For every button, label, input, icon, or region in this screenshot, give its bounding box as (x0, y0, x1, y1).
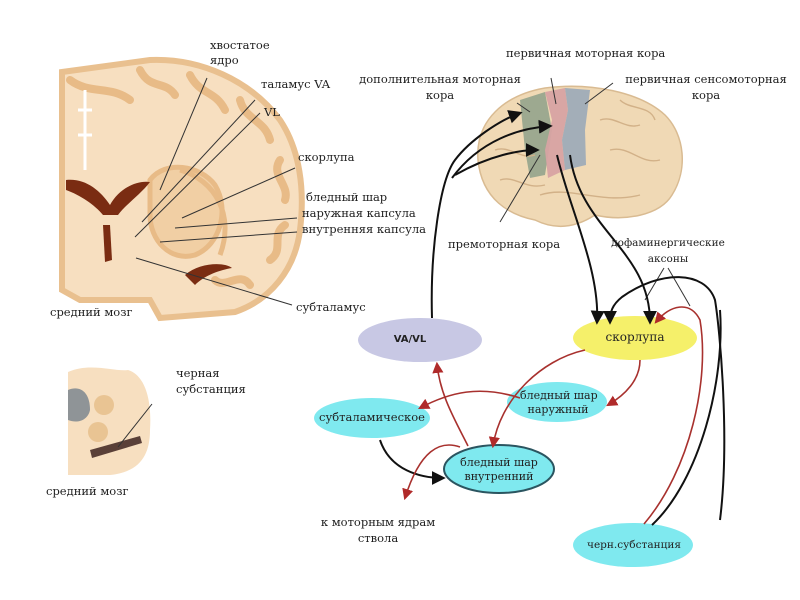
coronal-brain-section (59, 56, 305, 322)
arrow-putamen-to-gpi (488, 349, 586, 449)
node-gp-internal-line2: внутренний (464, 470, 534, 483)
pointer-sensorimotor (584, 82, 614, 105)
midbrain-section (68, 367, 153, 475)
arrow-putamen-to-gpe (606, 359, 641, 407)
pointer-supplementary (516, 102, 531, 113)
third-ventricle (103, 225, 112, 262)
arrow-cortex-to-putamen-1 (556, 154, 605, 325)
arrow-vavl-to-cortex-2 (451, 119, 553, 179)
label-caudate-line1: хвостатое (210, 38, 270, 52)
nigra-black-line (651, 309, 722, 526)
coronal-gyri (66, 66, 290, 289)
pointer-caudate (159, 77, 208, 191)
pointer-thalamus-va (141, 99, 256, 223)
red-pathways (402, 306, 704, 525)
temporal-horn (185, 264, 232, 285)
node-subthalamic[interactable] (314, 398, 430, 438)
black-pathways (379, 110, 726, 526)
arrow-nigra-to-putamen (643, 306, 704, 525)
lateral-brain (477, 85, 683, 228)
label-premotor-cortex: премоторная кора (448, 237, 561, 251)
brain-pointer-lines (499, 77, 691, 307)
arrow-subthalamic-to-gpi (379, 439, 446, 485)
substantia-nigra-band (90, 436, 142, 458)
pointer-dopaminergic-2 (667, 267, 691, 307)
arrow-gpi-to-brainstem (402, 444, 461, 501)
pointer-dopaminergic-1 (644, 267, 665, 301)
pointer-subthalamus (135, 257, 293, 306)
pointer-substantia-nigra (117, 403, 153, 448)
label-subthalamus: субталамус (296, 300, 366, 314)
coronal-pointer-lines (134, 77, 298, 306)
primary-sensory-region (562, 88, 590, 170)
label-brainstem-output-line1: к моторным ядрам (320, 515, 436, 529)
label-sensorimotor-line1: первичная сенсомоторная (625, 72, 787, 86)
label-internal-capsule: внутренняя капсула (302, 222, 427, 236)
pointer-premotor (499, 154, 541, 223)
midbrain-nucleus-2 (88, 422, 108, 442)
node-substantia-nigra[interactable] (573, 523, 693, 567)
node-gp-external[interactable] (507, 382, 607, 422)
pointer-putamen (181, 167, 296, 219)
label-supplementary-motor-line1: дополнительная моторная (359, 72, 521, 86)
arrow-cortex-to-putamen-2 (569, 154, 657, 325)
node-putamen-label: скорлупа (605, 330, 665, 344)
pointer-internal-capsule (159, 231, 298, 243)
node-gp-internal[interactable] (443, 444, 555, 494)
arrow-dopamine-to-putamen (603, 276, 726, 521)
label-primary-motor-cortex: первичная моторная кора (506, 46, 666, 60)
label-sensorimotor-line2: кора (691, 88, 721, 102)
label-substantia-nigra-line2: субстанция (176, 382, 246, 396)
red-nucleus-region (68, 388, 90, 422)
label-supplementary-motor-line2: кора (425, 88, 455, 102)
label-globus-pallidus: бледный шар (306, 190, 388, 204)
label-vl: VL (264, 105, 280, 119)
label-external-capsule: наружная капсула (302, 206, 416, 220)
label-brainstem-output-line2: ствола (357, 531, 399, 545)
primary-motor-region (545, 88, 568, 178)
node-putamen[interactable] (573, 316, 697, 360)
label-putamen: скорлупа (298, 150, 355, 164)
label-substantia-nigra-line1: черная (176, 366, 220, 380)
node-substantia-nigra-label: черн.субстанция (587, 539, 681, 551)
node-subthalamic-label: субталамическое (319, 410, 425, 424)
label-midbrain-bottom: средний мозг (46, 484, 129, 498)
arrow-vavl-to-cortex-1 (430, 110, 523, 319)
midbrain-outline (68, 367, 151, 475)
node-gp-external-line1: бледный шар (520, 389, 598, 402)
lateral-ventricle (66, 179, 150, 215)
node-va-vl[interactable] (358, 318, 482, 362)
pointer-globus-pallidus (174, 217, 298, 229)
internal-structures (147, 164, 225, 259)
pointer-vl (134, 112, 261, 238)
label-dopaminergic-line1: дофаминергические (611, 237, 725, 249)
midline-fissure (78, 90, 92, 170)
label-dopaminergic-line2: аксоны (647, 253, 689, 265)
label-midbrain-top: средний мозг (50, 305, 133, 319)
arrow-gpe-to-subthalamic (418, 390, 521, 410)
label-thalamus-va: таламус VA (261, 77, 331, 91)
node-gp-internal-line1: бледный шар (460, 456, 538, 469)
node-gp-external-line2: наружный (527, 403, 589, 416)
label-caudate-line2: ядро (210, 53, 239, 67)
pointer-primary-motor (550, 77, 557, 105)
midbrain-nucleus-1 (94, 395, 114, 415)
arrow-gpi-to-vavl (432, 361, 469, 447)
arrow-vavl-to-cortex-3 (454, 143, 540, 176)
node-va-vl-label: VA/VL (393, 334, 427, 345)
